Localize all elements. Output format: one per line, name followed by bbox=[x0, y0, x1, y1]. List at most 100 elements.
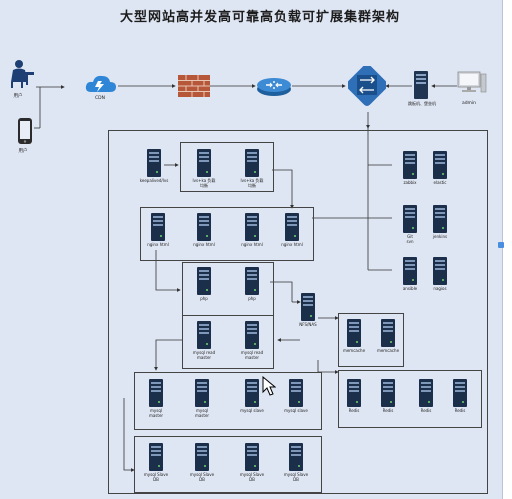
resize-handle[interactable] bbox=[498, 242, 504, 248]
server-node-mysql-ss4: mysql Slave DB bbox=[284, 442, 308, 481]
server-node-redis1: Redis bbox=[346, 378, 362, 413]
server-node-mysql-s1: mysql slave bbox=[240, 378, 264, 413]
server-icon bbox=[403, 151, 417, 179]
server-node-mysql-s2: mysql slave bbox=[284, 378, 308, 413]
server-icon bbox=[433, 151, 447, 179]
memcache-group-box bbox=[338, 313, 404, 367]
server-node-lvs2: lvs+ka 负载 均衡 bbox=[241, 148, 263, 187]
admin-label: admin bbox=[461, 101, 477, 106]
server-node-redis4: Redis bbox=[452, 378, 468, 413]
diagram-title: 大型网站高并发高可靠高负载可扩展集群架构 bbox=[120, 10, 401, 25]
server-node-mysql-m1: mysql master bbox=[148, 378, 164, 417]
switch-icon bbox=[348, 66, 386, 106]
server-icon bbox=[245, 443, 259, 471]
server-icon bbox=[149, 379, 163, 407]
server-label: nginx html bbox=[147, 242, 169, 247]
server-icon bbox=[197, 213, 211, 241]
server-label: mysql slave bbox=[284, 408, 308, 413]
server-node-php1: php bbox=[196, 266, 212, 301]
server-icon bbox=[195, 379, 209, 407]
server-label: NFS/NAS bbox=[299, 322, 317, 327]
jump-server-label: 跳板机、堡垒机 bbox=[408, 101, 436, 106]
server-icon bbox=[197, 267, 211, 295]
admin-pc-icon bbox=[457, 71, 487, 93]
server-label: memcache bbox=[376, 348, 400, 353]
server-icon bbox=[147, 149, 161, 177]
server-label: jenkins bbox=[432, 234, 448, 239]
server-node-lvs-keepalived: keepalived/lvs bbox=[140, 148, 168, 183]
server-label: memcache bbox=[342, 348, 366, 353]
server-label: mysql Slave DB bbox=[143, 472, 169, 482]
server-icon bbox=[301, 293, 315, 321]
phone-label: 用户 bbox=[18, 149, 28, 154]
cdn-label: CDN bbox=[95, 96, 105, 101]
server-node-redis2: Redis bbox=[380, 378, 396, 413]
server-icon bbox=[403, 205, 417, 233]
server-icon bbox=[285, 213, 299, 241]
server-node-zbx: zabbix bbox=[402, 150, 418, 185]
server-icon bbox=[245, 149, 259, 177]
server-icon bbox=[245, 213, 259, 241]
server-node-redis3: Redis bbox=[418, 378, 434, 413]
server-label: nagios bbox=[433, 286, 447, 291]
server-node-nag: nagios bbox=[432, 256, 448, 291]
nginx-group-box bbox=[140, 207, 314, 261]
server-label: elastic bbox=[433, 180, 447, 185]
server-node-mysql-r2: mysql read master bbox=[241, 320, 263, 359]
phone-icon bbox=[18, 118, 32, 144]
server-label: Redis bbox=[420, 408, 432, 413]
server-node-ans: ansible bbox=[402, 256, 418, 291]
server-node-nfs: NFS/NAS bbox=[299, 292, 317, 327]
server-icon bbox=[453, 379, 467, 407]
server-node-mysql-ss1: mysql Slave DB bbox=[144, 442, 168, 481]
server-icon bbox=[381, 319, 395, 347]
server-node-php2: php bbox=[244, 266, 260, 301]
server-label: mysql Slave DB bbox=[283, 472, 309, 482]
server-icon bbox=[433, 257, 447, 285]
server-label: php bbox=[200, 296, 208, 301]
server-label: ansible bbox=[402, 286, 418, 291]
server-node-ngx2: nginx html bbox=[193, 212, 215, 247]
server-node-mysql-r1: mysql read master bbox=[193, 320, 215, 359]
server-icon bbox=[403, 257, 417, 285]
server-label: lvs+ka 负载 均衡 bbox=[240, 178, 264, 188]
server-node-ngx3: nginx html bbox=[241, 212, 263, 247]
jump-server-icon bbox=[414, 71, 428, 99]
server-label: Redis bbox=[454, 408, 466, 413]
server-label: keepalived/lvs bbox=[139, 178, 169, 183]
server-node-mc2: memcache bbox=[377, 318, 399, 353]
server-icon bbox=[289, 379, 303, 407]
server-label: php bbox=[248, 296, 256, 301]
server-label: nginx html bbox=[241, 242, 263, 247]
server-icon bbox=[149, 443, 163, 471]
server-node-ngx4: nginx html bbox=[281, 212, 303, 247]
mouse-cursor-icon bbox=[262, 376, 276, 396]
server-icon bbox=[195, 443, 209, 471]
lvs-group-box bbox=[180, 142, 274, 192]
main-cluster-box bbox=[108, 130, 488, 494]
server-icon bbox=[289, 443, 303, 471]
server-label: nginx html bbox=[281, 242, 303, 247]
server-node-mysql-m2: mysql master bbox=[194, 378, 210, 417]
server-label: mysql master bbox=[194, 408, 210, 418]
server-label: mysql read master bbox=[240, 350, 264, 360]
right-scrollbar[interactable] bbox=[502, 0, 512, 499]
server-icon bbox=[245, 321, 259, 349]
router-icon bbox=[257, 78, 291, 96]
server-label: mysql slave bbox=[240, 408, 264, 413]
mysql-master-group-box bbox=[134, 372, 322, 430]
server-node-mc1: memcache bbox=[343, 318, 365, 353]
server-label: mysql Slave DB bbox=[239, 472, 265, 482]
server-icon bbox=[151, 213, 165, 241]
server-label: Redis bbox=[348, 408, 360, 413]
server-node-mysql-ss3: mysql Slave DB bbox=[240, 442, 264, 481]
server-icon bbox=[197, 321, 211, 349]
server-label: mysql Slave DB bbox=[189, 472, 215, 482]
server-icon bbox=[381, 379, 395, 407]
server-node-mysql-ss2: mysql Slave DB bbox=[190, 442, 214, 481]
server-icon bbox=[433, 205, 447, 233]
firewall-icon bbox=[178, 75, 210, 97]
server-node-jks: jenkins bbox=[432, 204, 448, 239]
server-label: Git svn bbox=[406, 234, 414, 244]
